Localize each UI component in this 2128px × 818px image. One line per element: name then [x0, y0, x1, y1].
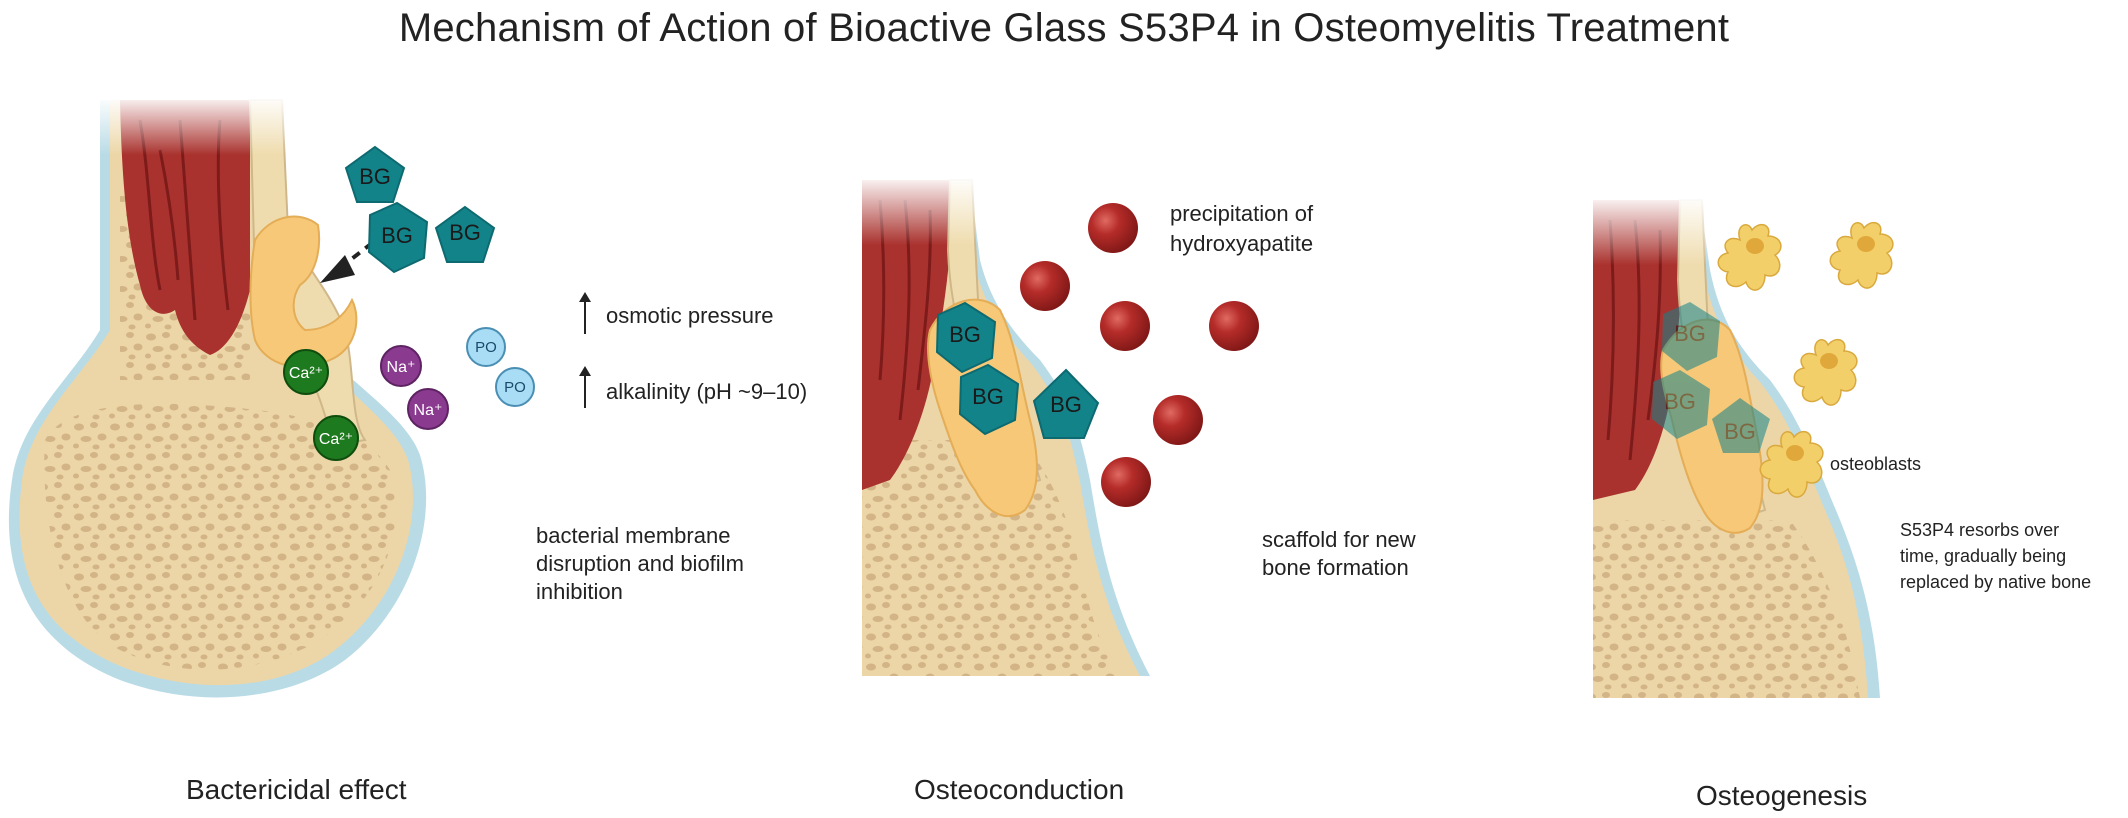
osteoblast-cell-1	[1717, 223, 1782, 291]
phosphate-ion-1: PO	[466, 327, 506, 367]
svg-text:Na⁺: Na⁺	[387, 359, 416, 376]
bactericidal-description-line-1: bacterial membrane	[536, 523, 731, 548]
svg-text:BG: BG	[359, 164, 391, 189]
bg-pentagon-1: BG	[344, 145, 406, 203]
bactericidal-description-line-2: disruption and biofilm	[536, 551, 744, 576]
osteogenesis-description-line-1: S53P4 resorbs over	[1900, 520, 2060, 540]
hydroxyapatite-sphere-6	[1101, 457, 1151, 507]
bg-pentagon-faded-3: BG	[1712, 398, 1770, 453]
osteoconduction-description-line-1: scaffold for new	[1262, 527, 1416, 552]
caption-bactericidal-effect: Bactericidal effect	[186, 774, 407, 805]
bg-pentagon-2: BG	[367, 201, 429, 274]
svg-text:BG: BG	[972, 384, 1004, 409]
svg-text:BG: BG	[1664, 389, 1696, 414]
bg-pentagon-faded-1: BG	[1662, 302, 1720, 371]
osteoblasts-label: osteoblasts	[1830, 454, 1922, 474]
panel-2-bone	[855, 175, 1150, 676]
bactericidal-description-line-3: inhibition	[536, 579, 623, 604]
caption-osteoconduction: Osteoconduction	[914, 774, 1125, 805]
bg-pentagon-3: BG	[434, 205, 496, 263]
hydroxyapatite-label-line-1: precipitation of	[1170, 201, 1314, 226]
calcium-ion-1: Ca²⁺	[283, 349, 329, 395]
osmotic-pressure-label: osmotic pressure	[606, 303, 774, 328]
sodium-ion-1: Na⁺	[380, 345, 422, 387]
osteogenesis-description-line-2: time, gradually being	[1900, 546, 2067, 566]
hydroxyapatite-sphere-4	[1209, 301, 1259, 351]
hydroxyapatite-sphere-1	[1088, 203, 1138, 253]
hydroxyapatite-sphere-2	[1020, 261, 1070, 311]
svg-text:BG: BG	[449, 220, 481, 245]
svg-text:PO: PO	[504, 379, 526, 396]
caption-osteogenesis: Osteogenesis	[1696, 780, 1868, 811]
hydroxyapatite-sphere-3	[1100, 301, 1150, 351]
dashed-arrow-head	[320, 255, 355, 283]
hydroxyapatite-label-line-2: hydroxyapatite	[1170, 231, 1314, 256]
bg-pentagon-6: BG	[1032, 368, 1100, 439]
svg-text:BG: BG	[1674, 321, 1706, 346]
osteoblast-cell-4	[1759, 430, 1824, 498]
sodium-ion-2: Na⁺	[407, 388, 449, 430]
svg-text:PO: PO	[475, 339, 497, 356]
osteogenesis-description-line-3: replaced by native bone	[1900, 572, 2092, 592]
osteoblast-cell-3	[1793, 338, 1858, 406]
phosphate-ion-2: PO	[495, 367, 535, 407]
svg-text:Ca²⁺: Ca²⁺	[319, 431, 353, 448]
svg-text:Na⁺: Na⁺	[414, 402, 443, 419]
increase-arrow-osmotic	[579, 292, 591, 334]
calcium-ion-2: Ca²⁺	[313, 415, 359, 461]
hydroxyapatite-sphere-5	[1153, 395, 1203, 445]
svg-text:Ca²⁺: Ca²⁺	[289, 365, 323, 382]
alkalinity-label: alkalinity (pH ~9–10)	[606, 379, 808, 404]
svg-text:BG: BG	[381, 223, 413, 248]
figure-title: Mechanism of Action of Bioactive Glass S…	[398, 6, 1730, 50]
svg-text:BG: BG	[1050, 392, 1082, 417]
osteoblast-cell-2	[1829, 221, 1894, 289]
increase-arrow-alkalinity	[579, 366, 591, 408]
bg-pentagon-4: BG	[935, 301, 997, 374]
bg-pentagon-faded-2: BG	[1652, 370, 1710, 439]
osteoconduction-description-line-2: bone formation	[1262, 555, 1409, 580]
bg-pentagon-5: BG	[958, 363, 1020, 436]
svg-text:BG: BG	[949, 322, 981, 347]
svg-text:BG: BG	[1724, 419, 1756, 444]
panel-1-bone	[8, 95, 427, 698]
